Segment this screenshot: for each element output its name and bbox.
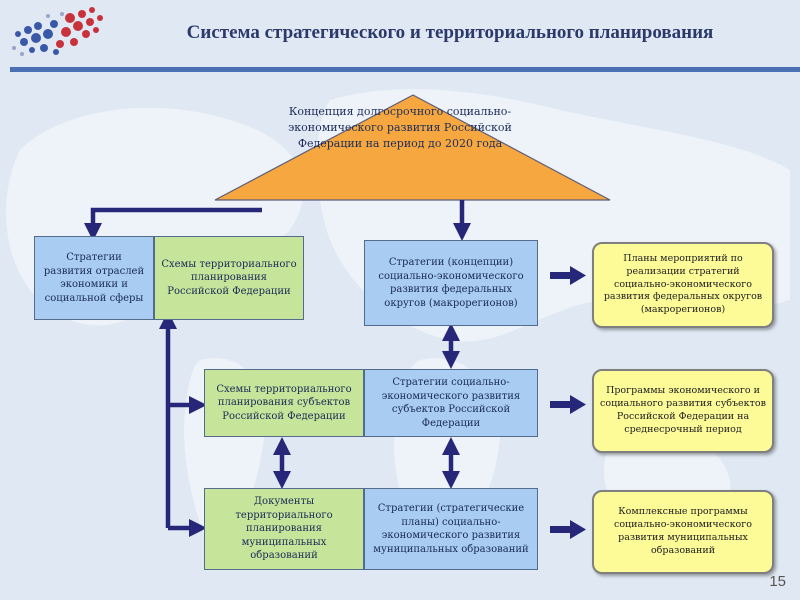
apex-triangle: [214, 94, 611, 201]
box-strategies-federal-districts: Стратегии (концепции) социально-экономич…: [364, 240, 538, 326]
logo-icon: [12, 7, 103, 56]
box-territorial-schemes-subjects: Схемы территориального планирования субъ…: [204, 369, 364, 437]
arrow-apex-to-sectors: [84, 207, 262, 241]
box-territorial-schemes-rf: Схемы территориального планирования Росс…: [154, 236, 304, 320]
page-number: 15: [769, 573, 786, 590]
title-divider: [10, 67, 800, 72]
box-programs-midterm: Программы экономического и социального р…: [592, 369, 774, 453]
box-documents-municipal: Документы территориального планирования …: [204, 488, 364, 570]
apex-concept-text: Концепция долгосрочного социально-эконом…: [288, 105, 512, 150]
right-arrow-federal: [550, 266, 586, 285]
box-complex-programs: Комплексные программы социально-экономич…: [592, 490, 774, 574]
box-strategies-municipal: Стратегии (стратегические планы) социаль…: [364, 488, 538, 570]
box-strategies-sectors: Стратегии развития отраслей экономики и …: [34, 236, 154, 320]
box-action-plans: Планы мероприятий по реализации стратеги…: [592, 242, 774, 328]
right-arrow-regional: [550, 395, 586, 414]
right-arrow-municipal: [550, 520, 586, 539]
page-title: Система стратегического и территориально…: [186, 22, 714, 43]
box-strategies-subjects: Стратегии социально-экономического разви…: [364, 369, 538, 437]
